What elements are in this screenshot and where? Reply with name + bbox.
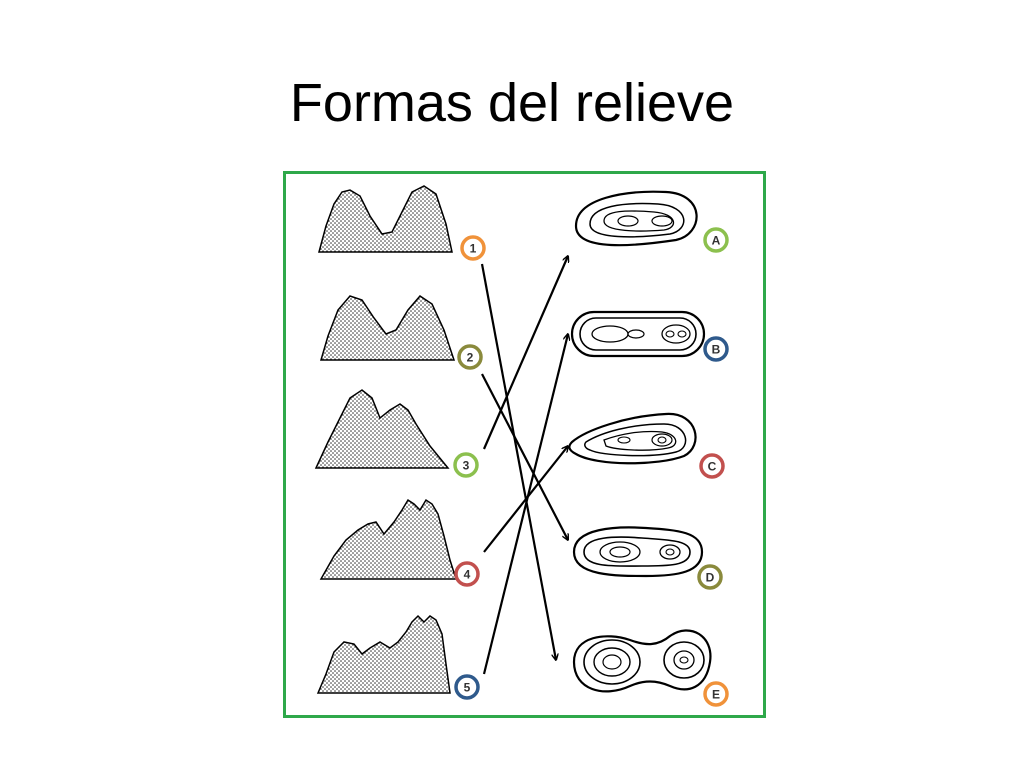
map-label-b: B bbox=[712, 343, 721, 357]
profile-label-5: 5 bbox=[464, 681, 471, 695]
relief-matching-diagram: 1 2 3 4 5 A B C bbox=[314, 185, 729, 707]
match-arrows bbox=[480, 256, 568, 675]
arrow-4-to-c bbox=[483, 446, 568, 553]
map-badge-b[interactable]: B bbox=[703, 336, 729, 362]
arrow-3-to-a bbox=[482, 256, 568, 450]
profile-badge-2[interactable]: 2 bbox=[457, 344, 483, 370]
contour-map-e bbox=[572, 629, 712, 693]
arrow-2-to-d bbox=[481, 373, 568, 540]
contour-map-d bbox=[572, 526, 704, 578]
profile-2 bbox=[320, 295, 456, 361]
profile-badge-4[interactable]: 4 bbox=[454, 561, 480, 587]
slide-title: Formas del relieve bbox=[289, 73, 735, 133]
contour-map-a bbox=[574, 190, 698, 247]
arrow-5-to-b bbox=[482, 334, 568, 675]
map-label-d: D bbox=[706, 571, 715, 585]
profile-3 bbox=[314, 389, 450, 469]
contour-map-b bbox=[570, 310, 706, 358]
map-label-c: C bbox=[708, 460, 717, 474]
map-badge-e[interactable]: E bbox=[703, 681, 729, 707]
profile-badge-1[interactable]: 1 bbox=[460, 235, 486, 261]
map-label-a: A bbox=[712, 234, 721, 248]
profile-1 bbox=[318, 185, 453, 253]
profile-label-3: 3 bbox=[463, 459, 470, 473]
profile-label-1: 1 bbox=[470, 242, 477, 256]
profile-badge-3[interactable]: 3 bbox=[453, 452, 479, 478]
map-badge-a[interactable]: A bbox=[703, 227, 729, 253]
map-label-e: E bbox=[712, 688, 720, 702]
map-badge-d[interactable]: D bbox=[697, 564, 723, 590]
arrow-1-to-e bbox=[480, 263, 556, 660]
profile-5 bbox=[316, 614, 451, 694]
profile-label-2: 2 bbox=[467, 351, 474, 365]
profile-label-4: 4 bbox=[464, 568, 471, 582]
map-badge-c[interactable]: C bbox=[699, 453, 725, 479]
exercise-frame: 1 2 3 4 5 A B C bbox=[283, 171, 766, 718]
contour-map-c bbox=[568, 412, 697, 465]
profile-4 bbox=[319, 498, 458, 580]
profile-badge-5[interactable]: 5 bbox=[454, 674, 480, 700]
